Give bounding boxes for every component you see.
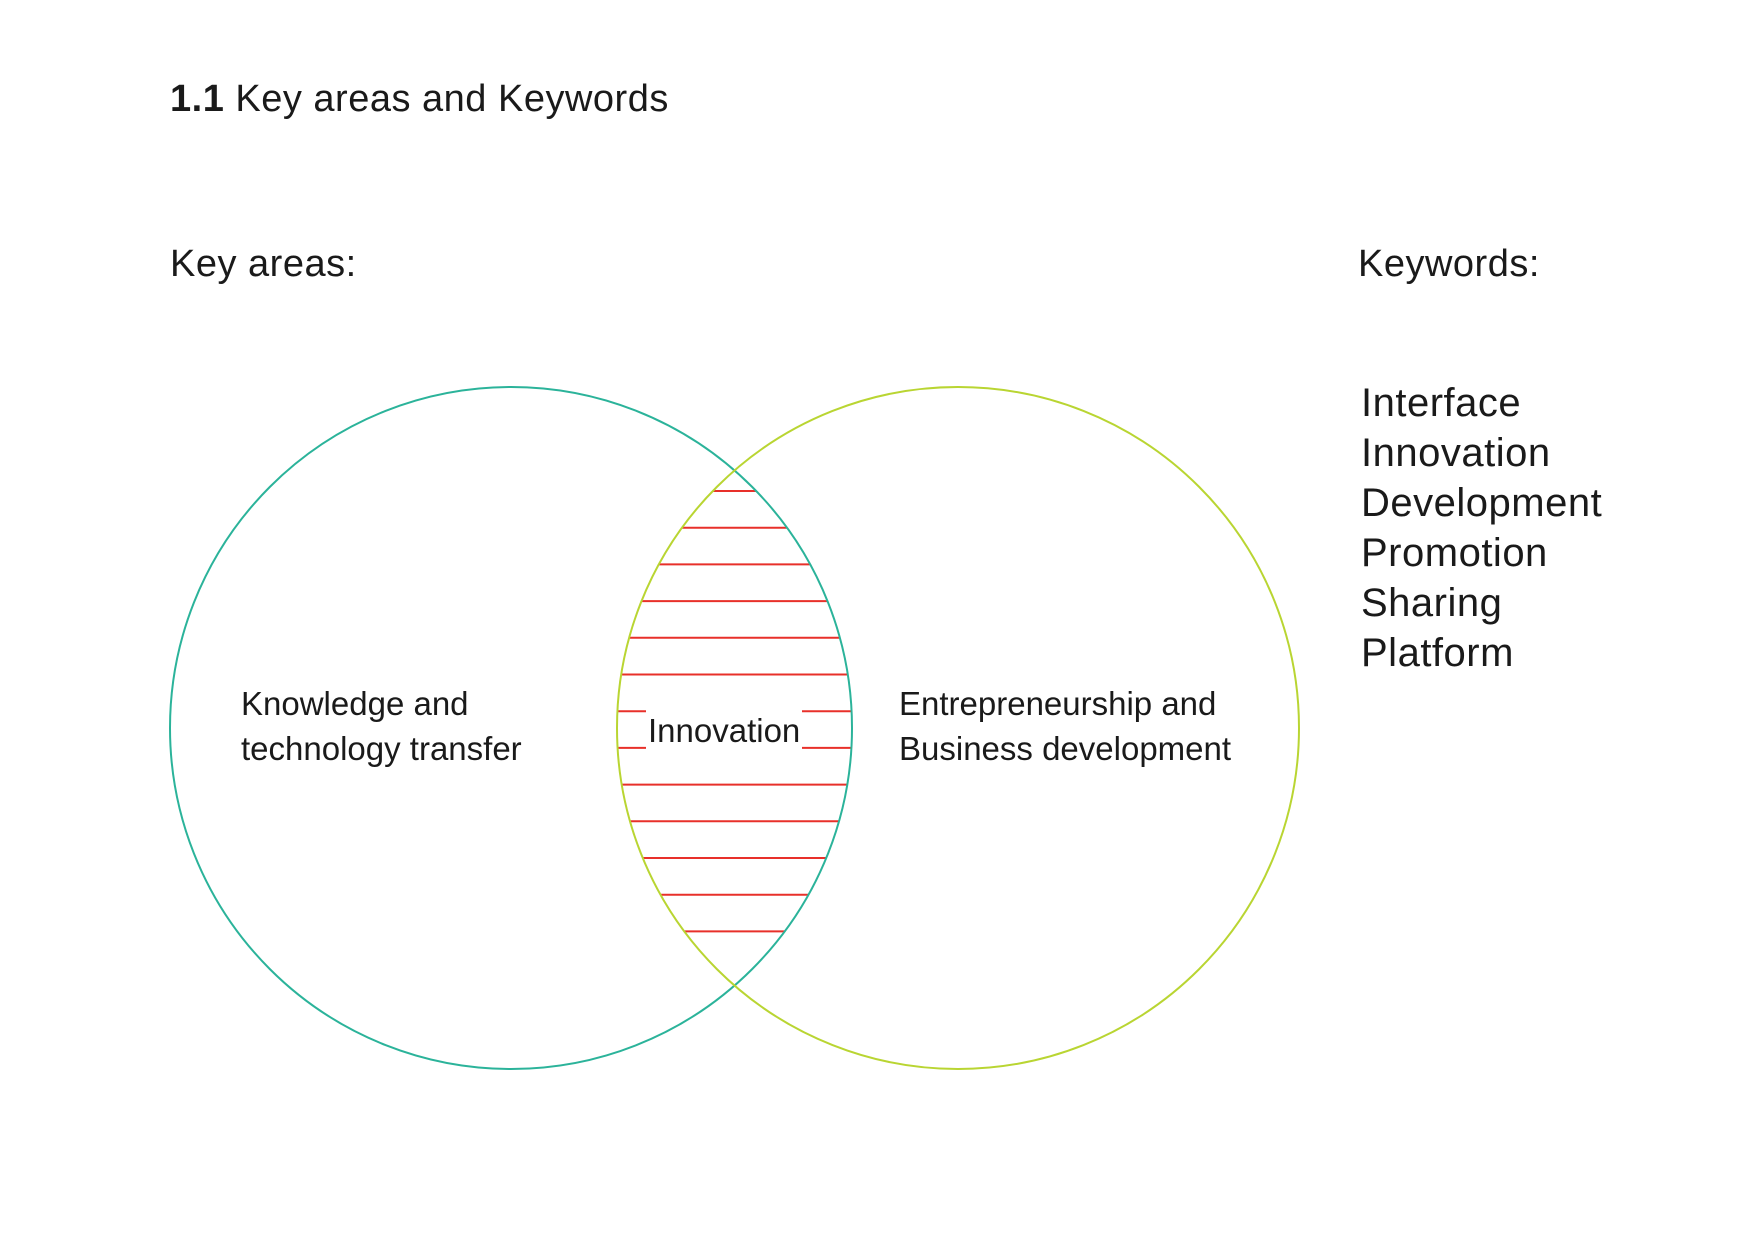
left-area-label: Knowledge and technology transfer <box>241 681 522 771</box>
page-title: 1.1 Key areas and Keywords <box>170 78 669 121</box>
keyword-item: Promotion <box>1361 531 1548 575</box>
keyword-item: Platform <box>1361 631 1514 675</box>
keyword-item: Sharing <box>1361 581 1503 625</box>
keyword-item: Development <box>1361 481 1603 525</box>
intersection-label: Innovation <box>646 708 803 753</box>
right-circle <box>616 386 1300 1070</box>
keywords-heading: Keywords: <box>1358 243 1540 285</box>
right-label-line: Business development <box>899 730 1232 767</box>
left-label-line: Knowledge and <box>241 685 469 722</box>
section-number: 1.1 <box>170 78 225 120</box>
keywords-list: Interface Innovation Development Promoti… <box>1361 378 1602 678</box>
left-circle <box>169 386 853 1070</box>
keyword-item: Interface <box>1361 381 1522 425</box>
right-area-label: Entrepreneurship and Business developmen… <box>899 681 1231 771</box>
left-label-line: technology transfer <box>241 730 522 767</box>
title-text: Key areas and Keywords <box>235 78 669 120</box>
keyword-item: Innovation <box>1361 431 1551 475</box>
key-areas-heading: Key areas: <box>170 243 357 285</box>
right-label-line: Entrepreneurship and <box>899 685 1217 722</box>
